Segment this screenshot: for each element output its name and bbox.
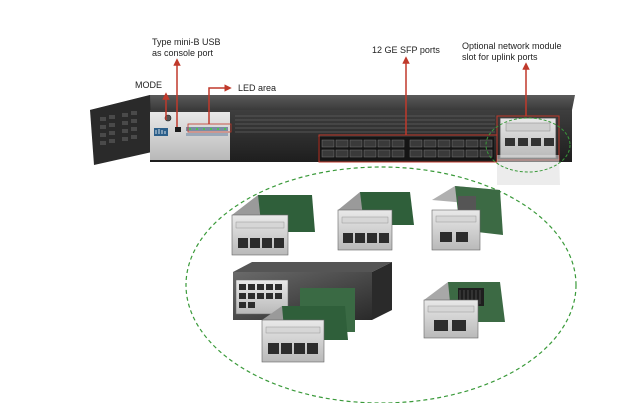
modules-ellipse [185, 166, 577, 403]
front-vents [235, 115, 495, 133]
arrow-right-icon [208, 84, 232, 124]
usb-label-line1: Type mini-B USB [152, 37, 221, 47]
uplink-ports [505, 138, 554, 146]
module-label-line2: slot for uplink ports [462, 52, 538, 62]
zoom-connector [497, 155, 560, 185]
mode-label: MODE [135, 80, 162, 90]
network-module-6 [423, 282, 505, 339]
usb-port [175, 127, 181, 132]
chassis-top [90, 95, 575, 110]
sfp-ports [321, 139, 493, 158]
network-module-3 [431, 186, 503, 251]
chassis-side [90, 95, 152, 165]
switch-chassis [90, 95, 575, 165]
uplink-zoom-ellipse [485, 117, 571, 173]
led-indicators [186, 127, 228, 136]
module-handle [505, 122, 551, 132]
network-module-1 [231, 195, 315, 256]
module-label-line1: Optional network module [462, 41, 562, 51]
network-module-4 [233, 262, 392, 332]
sfp-ports-label: 12 GE SFP ports [372, 45, 440, 55]
network-module-5 [261, 306, 348, 363]
side-vents [100, 111, 137, 145]
cisco-logo-icon [154, 128, 168, 136]
usb-label-line2: as console port [152, 48, 214, 58]
callout-arrows [162, 56, 530, 135]
network-module-2 [337, 192, 414, 251]
led-area-label: LED area [238, 83, 277, 93]
